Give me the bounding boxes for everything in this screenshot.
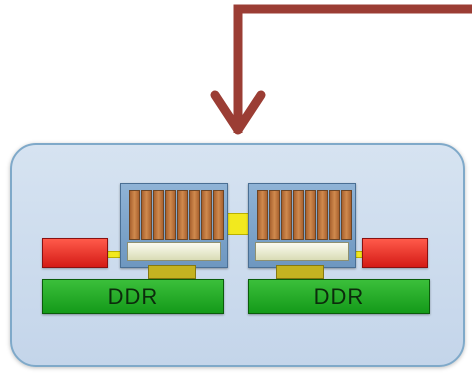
core — [317, 190, 328, 240]
system-board: DDR DDR — [10, 143, 465, 367]
ddr-module-left: DDR — [42, 279, 224, 314]
core — [177, 190, 188, 240]
cache-left — [42, 238, 108, 268]
input-arrow — [210, 4, 472, 135]
memory-controller-right — [276, 265, 324, 279]
core — [293, 190, 304, 240]
core — [329, 190, 340, 240]
core — [153, 190, 164, 240]
processor-base — [127, 242, 221, 261]
core — [165, 190, 176, 240]
core — [281, 190, 292, 240]
core — [213, 190, 224, 240]
core — [257, 190, 268, 240]
core — [129, 190, 140, 240]
interconnect-bus — [222, 213, 252, 235]
processor-left — [120, 183, 228, 268]
core — [189, 190, 200, 240]
core — [305, 190, 316, 240]
memory-controller-left — [148, 265, 196, 279]
cache-link-left — [106, 251, 124, 258]
core — [201, 190, 212, 240]
cache-link-right — [352, 251, 370, 258]
cache-right — [362, 238, 428, 268]
ddr-module-right: DDR — [248, 279, 430, 314]
core — [141, 190, 152, 240]
processor-right — [248, 183, 356, 268]
core — [341, 190, 352, 240]
processor-base — [255, 242, 349, 261]
core — [269, 190, 280, 240]
